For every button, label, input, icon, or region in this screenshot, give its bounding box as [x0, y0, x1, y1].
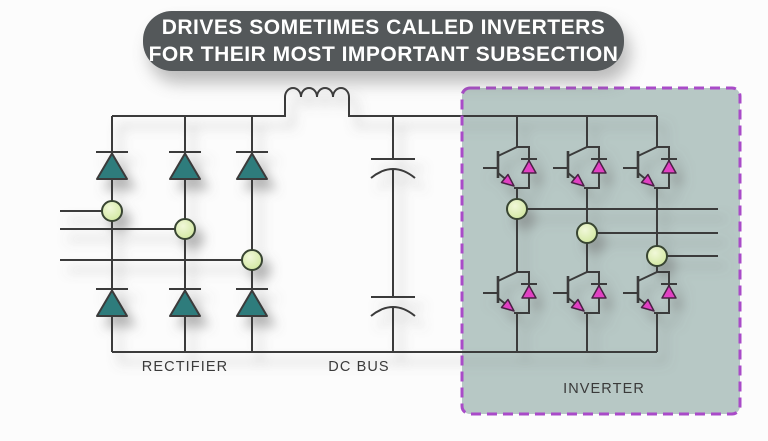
igbt-emitter-arrow — [570, 298, 585, 312]
title-line-1: DRIVES SOMETIMES CALLED INVERTERS — [161, 15, 606, 39]
junction-node — [576, 222, 598, 244]
circuit-lines-and-parts — [60, 87, 718, 353]
igbt-emitter-arrow — [640, 298, 655, 312]
igbt-emitter-arrow — [500, 173, 515, 187]
top-bus-with-inductor — [112, 87, 657, 117]
igbt-emitter-arrow — [500, 298, 515, 312]
input-phase-lines — [60, 210, 252, 261]
igbt — [483, 146, 537, 189]
igbt — [553, 271, 607, 314]
rectifier-diode — [236, 151, 268, 180]
igbt-freewheel-diode — [661, 159, 677, 174]
junction-node — [241, 249, 263, 271]
igbt-emitter-arrow — [640, 173, 655, 187]
inverter-dashed-border — [460, 86, 742, 416]
igbt-freewheel-diode — [661, 284, 677, 299]
junction-node — [646, 245, 668, 267]
junction-nodes — [101, 198, 668, 271]
capacitor — [370, 116, 416, 297]
igbt — [623, 146, 677, 189]
title-line-2: FOR THEIR MOST IMPORTANT SUBSECTION — [148, 43, 619, 66]
inverter-highlight-region — [462, 88, 740, 414]
title-banner: DRIVES SOMETIMES CALLED INVERTERS FOR TH… — [143, 11, 624, 71]
junction-node — [101, 200, 123, 222]
rectifier-diode — [96, 151, 128, 180]
rectifier-diode — [169, 288, 201, 317]
dc-bus-section — [112, 87, 657, 353]
dc-bus-label: DC BUS — [328, 359, 390, 375]
rectifier-diode — [236, 288, 268, 317]
igbt-freewheel-diode — [591, 284, 607, 299]
inverter-label: INVERTER — [563, 381, 645, 397]
igbt-freewheel-diode — [521, 159, 537, 174]
junction-node — [506, 198, 528, 220]
igbt-emitter-arrow — [570, 173, 585, 187]
rectifier-label: RECTIFIER — [141, 359, 229, 375]
capacitor — [370, 296, 416, 352]
igbt — [623, 271, 677, 314]
rectifier-diode — [96, 288, 128, 317]
junction-node — [174, 218, 196, 240]
rectifier-diode — [169, 151, 201, 180]
igbt — [483, 271, 537, 314]
igbt-freewheel-diode — [521, 284, 537, 299]
igbt — [553, 146, 607, 189]
rectifier-section — [60, 116, 268, 352]
igbt-freewheel-diode — [591, 159, 607, 174]
